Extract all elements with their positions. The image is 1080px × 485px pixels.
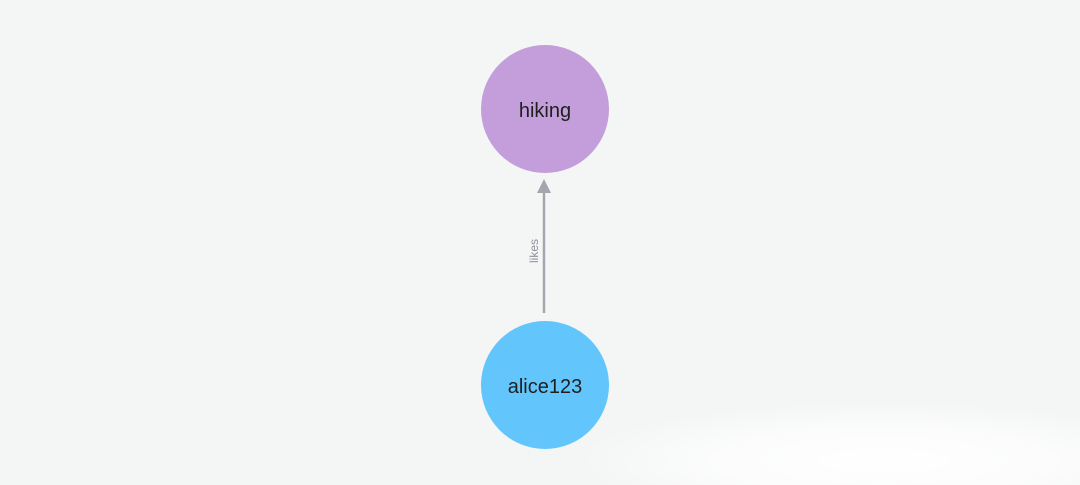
node-hiking-circle[interactable] [481, 45, 609, 173]
node-hiking-label: hiking [519, 100, 571, 122]
relationship-likes[interactable]: likes [527, 179, 551, 313]
node-hiking[interactable]: hiking [481, 45, 609, 173]
node-alice123-circle[interactable] [481, 321, 609, 449]
node-alice123-label: alice123 [508, 376, 583, 398]
relationship-label: likes [527, 239, 541, 263]
node-alice123[interactable]: alice123 [481, 321, 609, 449]
